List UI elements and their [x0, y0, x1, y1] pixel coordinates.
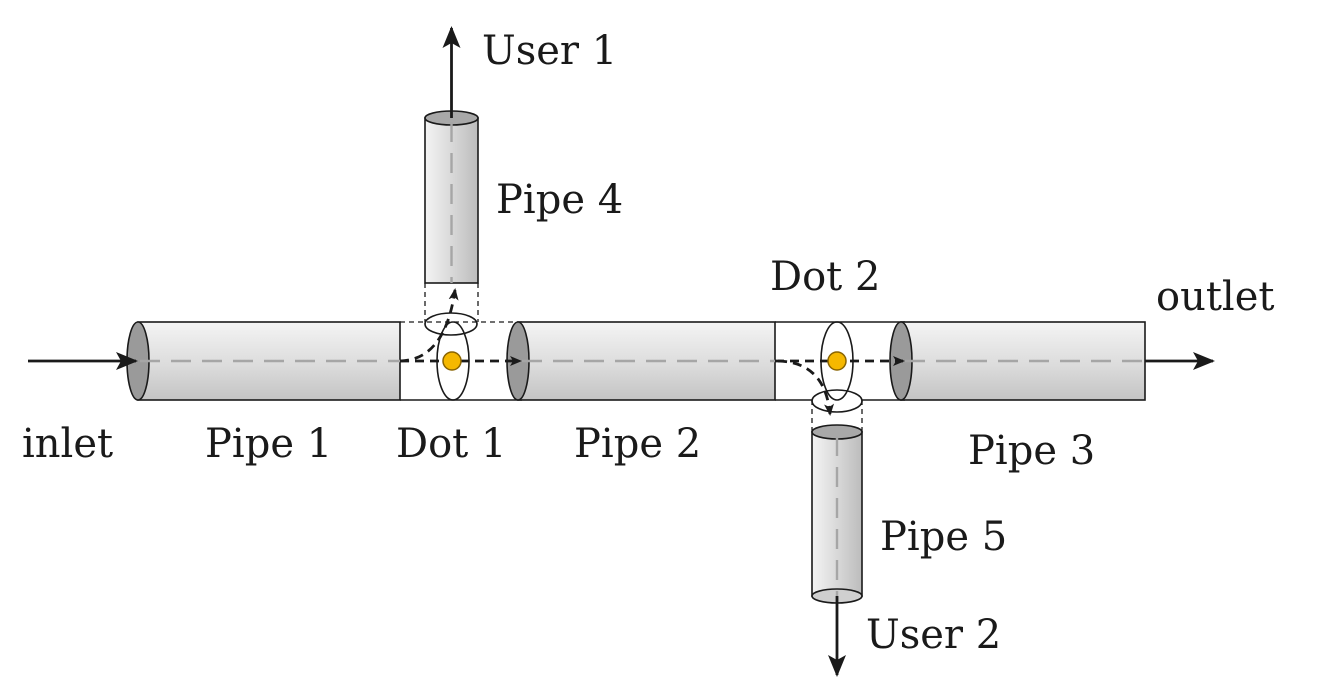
pipe-4-label: Pipe 4: [496, 177, 623, 223]
dot-2-marker: [827, 351, 847, 371]
pipe-4: [424, 110, 479, 284]
dot-1-label: Dot 1: [396, 421, 506, 467]
user-2-label: User 2: [866, 612, 1001, 658]
outlet-label: outlet: [1156, 274, 1274, 320]
pipe-5-label: Pipe 5: [880, 514, 1007, 560]
dot-2-label: Dot 2: [770, 254, 880, 300]
user-1-label: User 1: [482, 28, 617, 74]
pipe-2: [506, 321, 776, 401]
pipe-5: [811, 424, 863, 604]
pipe-2-label: Pipe 2: [574, 421, 701, 467]
pipe-1-label: Pipe 1: [205, 421, 332, 467]
pipe-3-label: Pipe 3: [968, 428, 1095, 474]
inlet-label: inlet: [22, 421, 113, 467]
pipe-1: [126, 321, 401, 401]
junction-2-outline: [775, 321, 905, 432]
pipe-3: [889, 321, 1146, 401]
dot-1-marker: [442, 351, 462, 371]
junction-1-outline: [400, 283, 522, 401]
